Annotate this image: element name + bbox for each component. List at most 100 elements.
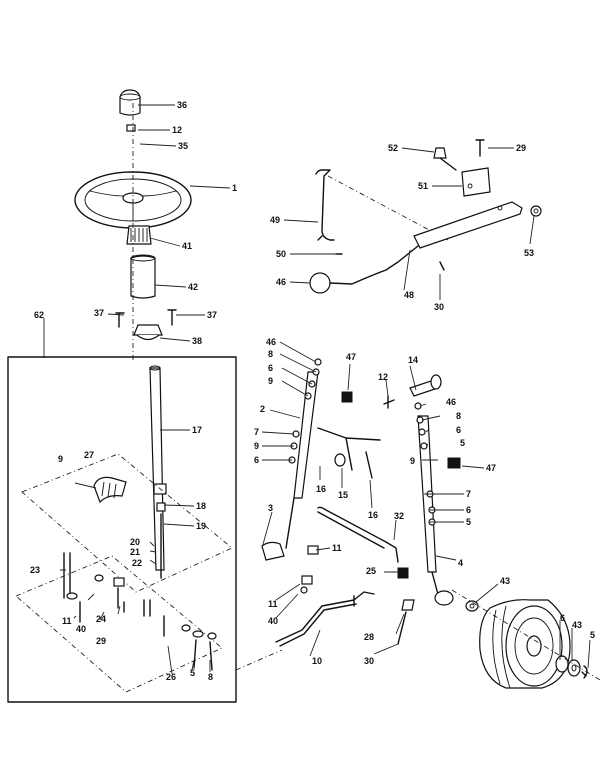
label-8-mid: 8 (268, 349, 273, 359)
label-40-right: 40 (268, 616, 278, 626)
label-7-left: 7 (254, 427, 259, 437)
label-11-low: 11 (268, 599, 278, 609)
label-12: 12 (172, 125, 182, 135)
label-28: 28 (364, 632, 374, 642)
label-18: 18 (196, 501, 206, 511)
label-21: 21 (130, 547, 140, 557)
knob-45 (309, 272, 331, 294)
front-wheel (479, 599, 571, 689)
label-7-right: 7 (466, 489, 471, 499)
column-mount (133, 324, 163, 341)
label-48: 48 (404, 290, 414, 300)
link-to-box (235, 649, 283, 671)
cap-nut (126, 124, 136, 132)
label-25: 25 (366, 566, 376, 576)
label-16-b: 16 (368, 510, 378, 520)
label-30-low: 30 (364, 656, 374, 666)
label-41: 41 (182, 241, 192, 251)
label-43-a: 43 (500, 576, 510, 586)
label-6-mid: 6 (268, 363, 273, 373)
label-11-left: 11 (62, 616, 72, 626)
pin-30-top (439, 261, 445, 271)
label-23: 23 (30, 565, 40, 575)
label-46-top: 46 (276, 277, 286, 287)
axle-center (317, 395, 395, 479)
label-15: 15 (338, 490, 348, 500)
spindle-parts-left (288, 358, 322, 464)
steering-shaft (149, 365, 165, 571)
steering-plate (21, 453, 233, 593)
label-29: 29 (96, 636, 106, 646)
pin-9-line (74, 482, 97, 489)
label-16-a: 16 (316, 484, 326, 494)
label-6-right: 6 (456, 425, 461, 435)
nut-26 (397, 567, 409, 579)
label-6-right-low: 6 (466, 505, 471, 515)
screw-29-top (475, 139, 485, 157)
label-49: 49 (270, 215, 280, 225)
fitting-47b (447, 457, 461, 469)
label-20: 20 (130, 537, 140, 547)
wheel-centerline (451, 589, 601, 681)
fitting-11c (300, 575, 313, 594)
label-9-right: 9 (410, 456, 415, 466)
label-52: 52 (388, 143, 398, 153)
clip-28 (397, 599, 415, 645)
label-50: 50 (276, 249, 286, 259)
lever-48 (413, 201, 523, 249)
label-32: 32 (394, 511, 404, 521)
label-5-wheel: 5 (590, 630, 595, 640)
label-26-left: 26 (166, 672, 176, 682)
label-24: 24 (96, 614, 106, 624)
label-62: 62 (34, 310, 44, 320)
label-46-right: 46 (446, 397, 456, 407)
label-30-top: 30 (434, 302, 444, 312)
label-27: 27 (84, 450, 94, 460)
label-53: 53 (524, 248, 534, 258)
label-10: 10 (312, 656, 322, 666)
drag-link-10 (275, 591, 375, 647)
label-14: 14 (408, 355, 418, 365)
label-4: 4 (458, 558, 463, 568)
label-51: 51 (418, 181, 428, 191)
bolt-37-left (115, 312, 125, 328)
label-9-low: 9 (254, 441, 259, 451)
label-9-mid: 9 (268, 376, 273, 386)
label-37-right: 37 (207, 310, 217, 320)
label-5-left: 5 (190, 668, 195, 678)
rod-center-line (327, 175, 449, 241)
label-22: 22 (132, 558, 142, 568)
label-8-left: 8 (208, 672, 213, 682)
bracket-3 (261, 541, 285, 561)
label-2: 2 (260, 404, 265, 414)
label-5-right-low: 5 (466, 517, 471, 527)
hub-bushing (434, 590, 454, 606)
label-47-b: 47 (486, 463, 496, 473)
label-3: 3 (268, 503, 273, 513)
label-37-left: 37 (94, 308, 104, 318)
steering-cap (119, 89, 141, 116)
label-38: 38 (192, 336, 202, 346)
label-6-low: 6 (254, 455, 259, 465)
label-46-mid: 46 (266, 337, 276, 347)
bracket-51 (461, 167, 491, 197)
label-6-wheel: 6 (560, 613, 565, 623)
rod-49 (315, 169, 335, 241)
steering-assembly-box (7, 356, 237, 703)
bolt-37-right (167, 309, 177, 326)
label-1: 1 (232, 183, 237, 193)
label-19: 19 (196, 521, 206, 531)
column-bushing (130, 254, 156, 299)
label-12-mid: 12 (378, 372, 388, 382)
label-17: 17 (192, 425, 202, 435)
wheel-adapter (126, 225, 152, 245)
label-47-a: 47 (346, 352, 356, 362)
washer-43-a (465, 600, 479, 612)
lower-hardware (63, 552, 217, 671)
tie-rod-32 (317, 506, 399, 563)
label-40-left: 40 (76, 624, 86, 634)
bolt-52 (433, 147, 457, 171)
label-8-right: 8 (456, 411, 461, 421)
